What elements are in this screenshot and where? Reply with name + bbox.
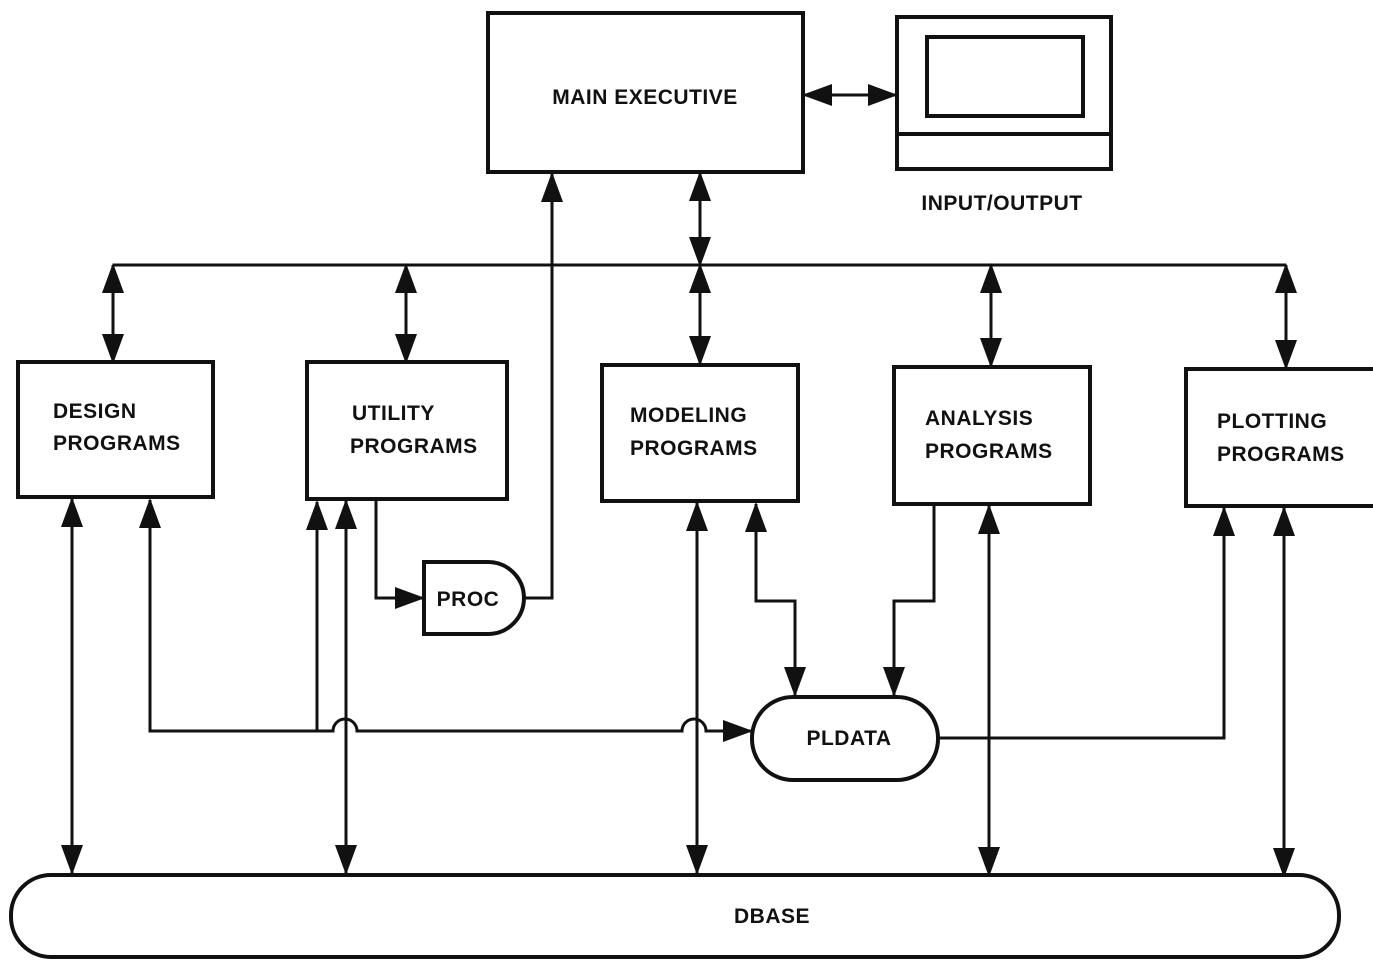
utility-programs-node: UTILITY PROGRAMS: [305, 360, 509, 501]
modeling-label-line1: MODELING: [630, 404, 747, 427]
utility-label-line2: PROGRAMS: [350, 435, 478, 458]
main-executive-label: MAIN EXECUTIVE: [552, 86, 738, 109]
design-label-line2: PROGRAMS: [53, 432, 181, 455]
input-output-node: INPUT/OUTPUT: [895, 15, 1113, 215]
design-label-line1: DESIGN: [53, 400, 137, 423]
proc-label: PROC: [437, 588, 500, 611]
modeling-label-line2: PROGRAMS: [630, 437, 758, 460]
analysis-label-line1: ANALYSIS: [925, 407, 1033, 430]
dbase-node: DBASE: [9, 873, 1341, 959]
proc-node: PROC: [422, 560, 526, 636]
design-programs-node: DESIGN PROGRAMS: [16, 360, 215, 499]
pldata-node: PLDATA: [750, 695, 940, 782]
dbase-label: DBASE: [734, 905, 810, 928]
analysis-label-line2: PROGRAMS: [925, 440, 1053, 463]
proc-main-link: [524, 172, 563, 600]
pldata-plotting-link: [938, 506, 1235, 740]
utility-label-line1: UTILITY: [352, 402, 435, 425]
input-output-label: INPUT/OUTPUT: [921, 192, 1082, 215]
plotting-programs-node: PLOTTING PROGRAMS: [1184, 367, 1373, 508]
analysis-pldata-link: [883, 506, 936, 697]
modeling-programs-node: MODELING PROGRAMS: [600, 363, 800, 503]
plotting-label-line1: PLOTTING: [1217, 410, 1327, 433]
plotting-label-line2: PROGRAMS: [1217, 443, 1345, 466]
main-executive-node: MAIN EXECUTIVE: [486, 11, 805, 174]
analysis-programs-node: ANALYSIS PROGRAMS: [892, 365, 1092, 506]
modeling-pldata-link: [745, 502, 806, 697]
utility-proc-link: [374, 501, 425, 609]
design-pldata-link: [139, 498, 753, 742]
pldata-label: PLDATA: [806, 727, 891, 750]
connectors: [61, 84, 1297, 878]
